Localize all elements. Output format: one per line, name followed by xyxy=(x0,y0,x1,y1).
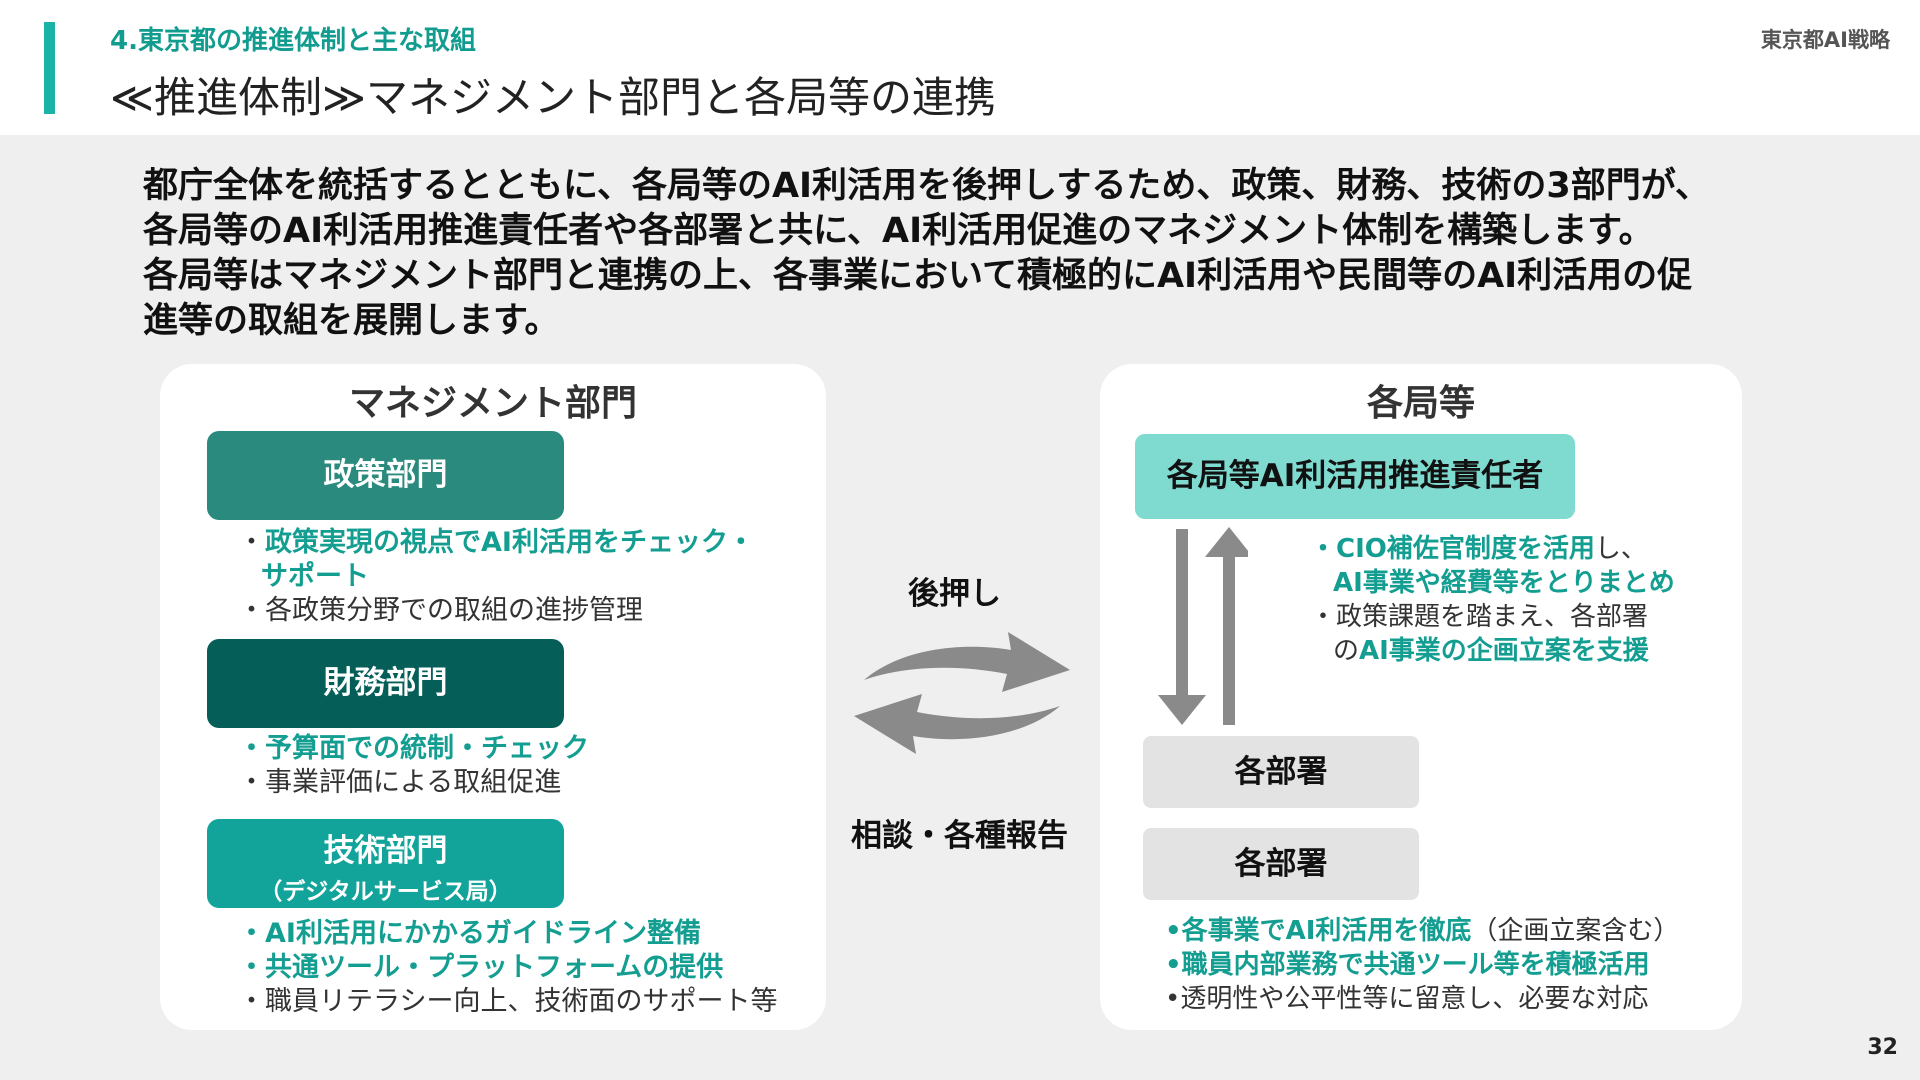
list-item: ・予算面での統制・チェック xyxy=(238,732,589,766)
tech-duties-list: ・AI利活用にかかるガイドライン整備 ・共通ツール・プラットフォームの提供 ・職… xyxy=(238,917,777,1019)
list-item: ・共通ツール・プラットフォームの提供 xyxy=(238,951,777,985)
policy-duties-list: ・政策実現の視点でAI利活用をチェック・ サポート ・各政策分野での取組の進捗管… xyxy=(238,526,754,628)
bullet: ・ xyxy=(238,733,265,764)
bureau-actions-list: •各事業でAI利活用を徹底（企画立案含む） •職員内部業務で共通ツール等を積極活… xyxy=(1165,914,1679,1016)
section-label: 4.東京都の推進体制と主な取組 xyxy=(110,26,476,56)
list-item: ・政策課題を踏まえ、各部署 xyxy=(1310,600,1675,634)
list-item-text: 政策実現の視点でAI利活用をチェック・ xyxy=(265,527,755,558)
page-title: ≪推進体制≫マネジメント部門と各局等の連携 xyxy=(110,73,996,122)
lead-text: 都庁全体を統括するとともに、各局等のAI利活用を後押しするため、政策、財務、技術… xyxy=(143,164,1763,344)
department-box: 各部署 xyxy=(1143,736,1419,808)
finance-department-box: 財務部門 xyxy=(207,639,564,728)
arrow-down-icon xyxy=(1158,529,1206,725)
list-item-text: AI利活用にかかるガイドライン整備 xyxy=(265,918,701,949)
list-item-text: 事業評価による取組促進 xyxy=(265,767,562,798)
bureaus-title: 各局等 xyxy=(1366,383,1475,424)
list-item-text: サポート xyxy=(261,561,369,592)
bullet: • xyxy=(1165,984,1181,1014)
bullet: ・ xyxy=(238,527,265,558)
tech-department-label: 技術部門 xyxy=(323,833,448,869)
management-title: マネジメント部門 xyxy=(348,383,637,424)
finance-duties-list: ・予算面での統制・チェック ・事業評価による取組促進 xyxy=(238,732,589,800)
tech-department-box: 技術部門 （デジタルサービス局） xyxy=(207,819,564,908)
department-box: 各部署 xyxy=(1143,828,1419,900)
lead-line: 都庁全体を統括するとともに、各局等のAI利活用を後押しするため、政策、財務、技術… xyxy=(143,166,1711,206)
list-item-text: し、 xyxy=(1594,534,1647,564)
arrow-right-icon xyxy=(864,632,1070,692)
tech-department-sublabel: （デジタルサービス局） xyxy=(259,879,512,905)
report-label: 相談・各種報告 xyxy=(851,818,1068,854)
list-item-text: AI事業や経費等をとりまとめ xyxy=(1333,568,1675,598)
bureaus-panel: 各局等 各局等AI利活用推進責任者 ・CIO補佐官制度を活用し、 AI事業や経費… xyxy=(1100,364,1742,1030)
list-item: ・政策実現の視点でAI利活用をチェック・ xyxy=(238,526,754,560)
management-panel: マネジメント部門 政策部門 ・政策実現の視点でAI利活用をチェック・ サポート … xyxy=(160,364,826,1030)
bullet: ・ xyxy=(1310,534,1337,564)
list-item: ・職員リテラシー向上、技術面のサポート等 xyxy=(238,985,777,1019)
lead-line: 進等の取組を展開します。 xyxy=(143,301,560,341)
list-item-text: （企画立案含む） xyxy=(1471,916,1680,946)
accent-bar xyxy=(44,22,55,114)
vertical-arrows-icon xyxy=(1158,527,1248,725)
bullet: ・ xyxy=(238,767,265,798)
list-item-text: 政策課題を踏まえ、各部署 xyxy=(1336,602,1649,632)
lead-line: 各局等のAI利活用推進責任者や各部署と共に、AI利活用促進のマネジメント体制を構… xyxy=(143,211,1654,251)
bullet: ・ xyxy=(238,986,265,1017)
list-item: ・各政策分野での取組の進捗管理 xyxy=(238,594,754,628)
lead-line: 各局等はマネジメント部門と連携の上、各事業において積極的にAI利活用や民間等のA… xyxy=(143,256,1693,296)
arrow-left-icon xyxy=(854,694,1060,754)
list-item: ・AI利活用にかかるガイドライン整備 xyxy=(238,917,777,951)
ai-responsible-officer-box: 各局等AI利活用推進責任者 xyxy=(1135,434,1575,519)
list-item-text: AI事業の企画立案を支援 xyxy=(1359,636,1649,666)
list-item: •各事業でAI利活用を徹底（企画立案含む） xyxy=(1165,914,1679,948)
list-item-text: 透明性や公平性等に留意し、必要な対応 xyxy=(1180,984,1649,1014)
arrow-up-icon xyxy=(1205,527,1248,725)
list-item-text: 予算面での統制・チェック xyxy=(265,733,589,764)
list-item: サポート xyxy=(238,560,754,594)
list-item: ・事業評価による取組促進 xyxy=(238,766,589,800)
header: 4.東京都の推進体制と主な取組 ≪推進体制≫マネジメント部門と各局等の連携 東京… xyxy=(0,0,1920,135)
list-item-text: 職員内部業務で共通ツール等を積極活用 xyxy=(1181,950,1650,980)
support-label: 後押し xyxy=(908,576,1001,612)
list-item: のAI事業の企画立案を支援 xyxy=(1310,634,1675,668)
list-item-text: 各政策分野での取組の進捗管理 xyxy=(265,595,643,626)
list-item: •透明性や公平性等に留意し、必要な対応 xyxy=(1165,982,1679,1016)
page-number: 32 xyxy=(1867,1035,1898,1060)
list-item-text: 共通ツール・プラットフォームの提供 xyxy=(265,952,724,983)
list-item: AI事業や経費等をとりまとめ xyxy=(1310,566,1675,600)
bullet: • xyxy=(1165,950,1182,980)
exchange-arrows-icon xyxy=(854,632,1070,754)
bullet: ・ xyxy=(238,952,265,983)
bullet: • xyxy=(1165,916,1182,946)
policy-department-label: 政策部門 xyxy=(323,457,448,493)
policy-department-box: 政策部門 xyxy=(207,431,564,520)
list-item-text: 各事業でAI利活用を徹底 xyxy=(1181,916,1472,946)
bullet: ・ xyxy=(1310,602,1337,632)
responsible-duties-list: ・CIO補佐官制度を活用し、 AI事業や経費等をとりまとめ ・政策課題を踏まえ、… xyxy=(1310,532,1675,668)
list-item: •職員内部業務で共通ツール等を積極活用 xyxy=(1165,948,1679,982)
bullet: ・ xyxy=(238,918,265,949)
list-item-text: CIO補佐官制度を活用 xyxy=(1336,534,1595,564)
list-item-text: の xyxy=(1333,636,1360,666)
list-item: ・CIO補佐官制度を活用し、 xyxy=(1310,532,1675,566)
list-item-text: 職員リテラシー向上、技術面のサポート等 xyxy=(265,986,778,1017)
bullet: ・ xyxy=(238,595,265,626)
finance-department-label: 財務部門 xyxy=(323,665,448,701)
document-title: 東京都AI戦略 xyxy=(1760,28,1890,52)
